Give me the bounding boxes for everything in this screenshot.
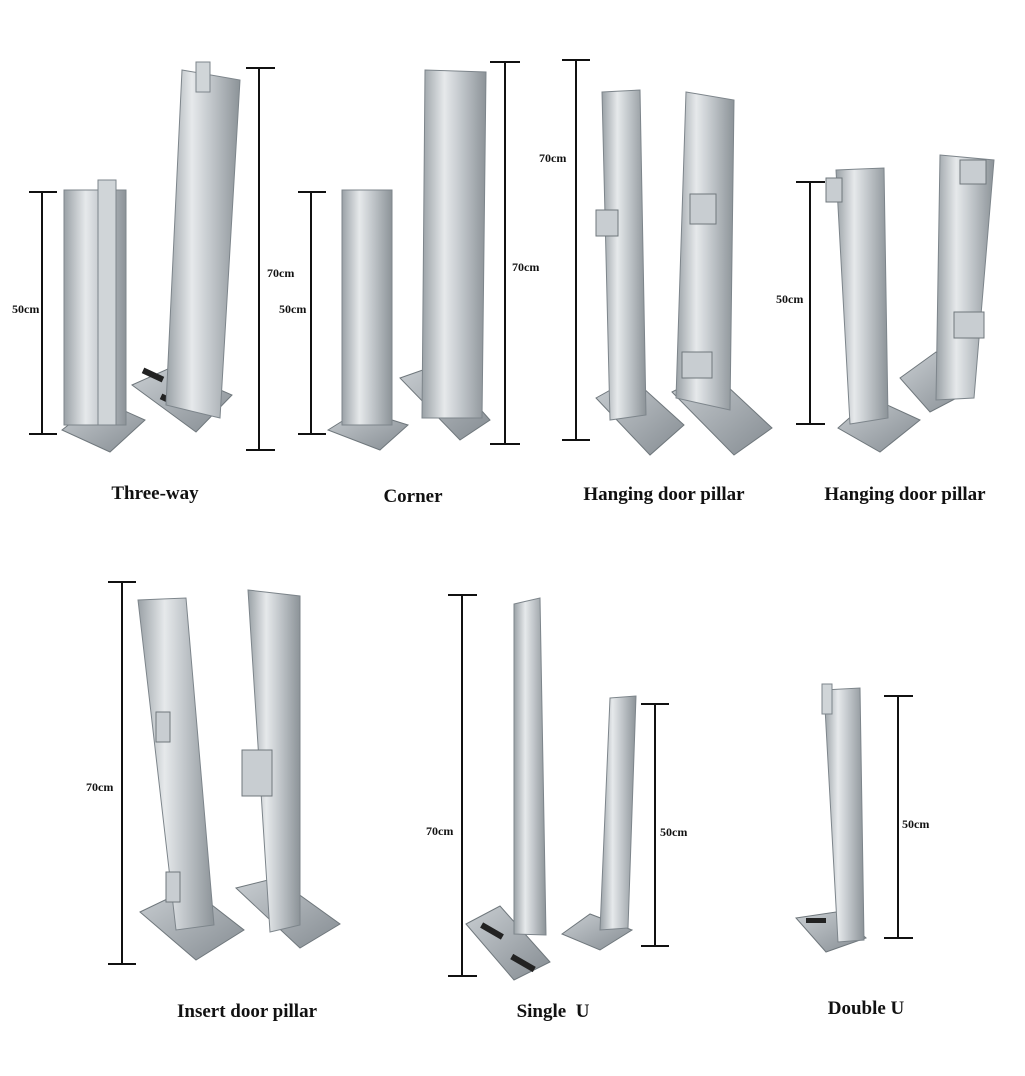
single-u-posts: [465, 597, 637, 981]
three-way-posts: [61, 61, 241, 453]
dimension-label: 70cm: [267, 266, 295, 280]
hanging-door-pillar-posts-50: [825, 154, 995, 453]
post: [63, 189, 127, 426]
product-caption: Hanging door pillar: [583, 484, 745, 505]
dimension-lines: [29, 67, 275, 451]
insert-door-pillar-posts: [137, 589, 341, 961]
product-caption: Single U: [516, 1001, 590, 1022]
dimension-label: 70cm: [426, 824, 454, 838]
dimension-label: 50cm: [776, 292, 804, 306]
dimension-label: 50cm: [279, 302, 307, 316]
product-caption: Insert door pillar: [176, 1001, 318, 1022]
dimension-label: 70cm: [539, 151, 567, 165]
double-u-post: [795, 683, 867, 953]
product-caption: Corner: [383, 486, 443, 507]
product-caption: Double U: [827, 998, 905, 1019]
corner-posts: [326, 69, 491, 451]
product-caption: Hanging door pillar: [824, 484, 986, 505]
dimension-label: 50cm: [660, 825, 688, 839]
dimension-label: 50cm: [12, 302, 40, 316]
product-caption: Three-way: [111, 483, 199, 504]
hanging-door-pillar-posts-70: [595, 89, 773, 456]
dimension-label: 50cm: [902, 817, 930, 831]
dimension-label: 70cm: [512, 260, 540, 274]
dimension-label: 70cm: [86, 780, 114, 794]
post: [165, 69, 241, 419]
